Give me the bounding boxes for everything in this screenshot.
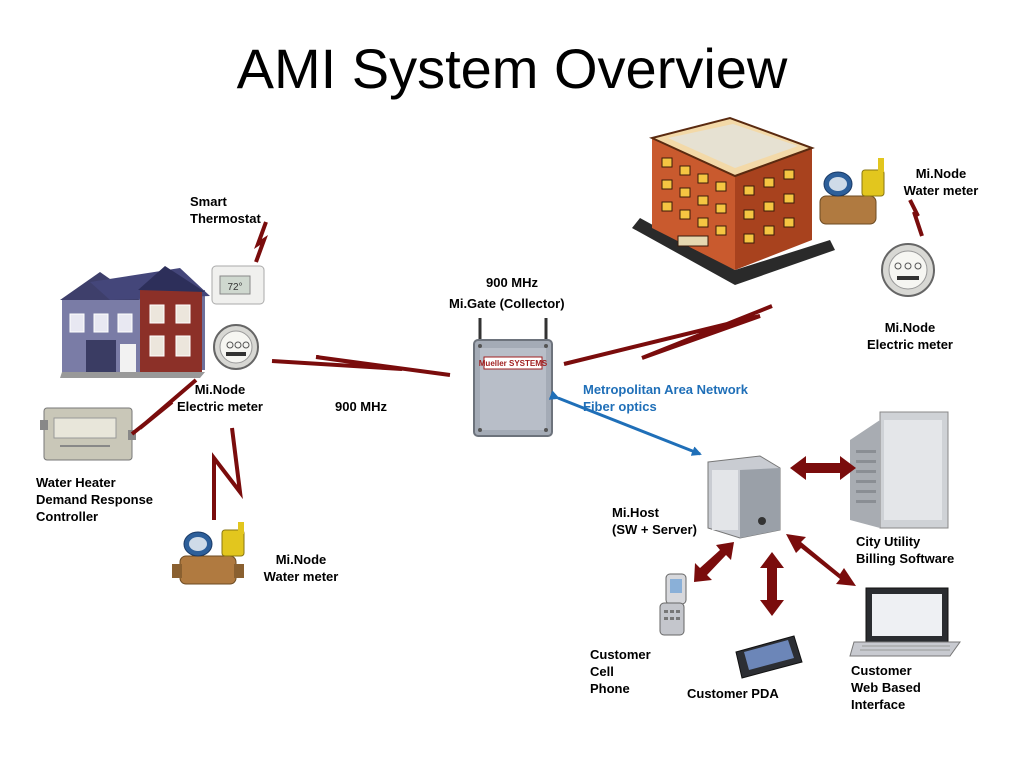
- host-laptop-arrow: [786, 534, 856, 586]
- collector-gateway-icon: Mueller SYSTEMS: [473, 318, 553, 437]
- wireless-link-thermostat: [254, 221, 268, 263]
- water-meter-icon: [819, 158, 885, 225]
- cell-phone-label: Customer Cell Phone: [590, 647, 651, 696]
- right-water-meter-label: Mi.Node Water meter: [903, 166, 979, 198]
- cell-phone-icon: [659, 573, 687, 636]
- server-icon: [707, 455, 781, 539]
- host-cellphone-arrow: [694, 542, 734, 582]
- water-heater-controller-icon: [40, 407, 136, 461]
- man-label: Metropolitan Area Network Fiber optics: [583, 382, 748, 414]
- man-link: [548, 390, 702, 456]
- water-heater-label: Water Heater Demand Response Controller: [36, 475, 154, 524]
- gate-frequency-label: 900 MHz: [486, 275, 539, 290]
- laptop-icon: [849, 587, 961, 657]
- wireless-link-gate-building: [563, 304, 773, 366]
- electric-meter-icon: [213, 324, 259, 370]
- billing-label: City Utility Billing Software: [856, 534, 955, 566]
- left-water-meter-label: Mi.Node Water meter: [263, 552, 339, 584]
- wireless-link-right-meters: [908, 199, 924, 237]
- page-title: AMI System Overview: [236, 37, 788, 100]
- smart-thermostat-label: Smart Thermostat: [190, 194, 261, 226]
- right-electric-meter-label: Mi.Node Electric meter: [867, 320, 953, 352]
- pda-label: Customer PDA: [687, 686, 779, 701]
- host-billing-arrow: [790, 456, 856, 480]
- house-icon: [60, 266, 210, 378]
- gate-brand: Mueller SYSTEMS: [479, 359, 548, 368]
- host-label: Mi.Host (SW + Server): [612, 505, 697, 537]
- gate-name-label: Mi.Gate (Collector): [449, 296, 565, 311]
- wireless-link-water-heater: [130, 378, 198, 436]
- electric-meter-icon: [881, 243, 935, 297]
- office-building-icon: [632, 116, 835, 285]
- thermostat-icon: 72°: [211, 265, 265, 305]
- pda-icon: [735, 635, 803, 679]
- radio-frequency-label: 900 MHz: [335, 399, 388, 414]
- wireless-link-water-meter: [212, 427, 243, 520]
- billing-server-icon: [850, 411, 949, 529]
- host-pda-arrow: [760, 552, 784, 616]
- water-meter-icon: [172, 522, 245, 585]
- wireless-link-house-gate: [271, 355, 451, 377]
- left-electric-meter-label: Mi.Node Electric meter: [177, 382, 263, 414]
- web-interface-label: Customer Web Based Interface: [851, 663, 921, 712]
- svg-text:72°: 72°: [227, 282, 242, 293]
